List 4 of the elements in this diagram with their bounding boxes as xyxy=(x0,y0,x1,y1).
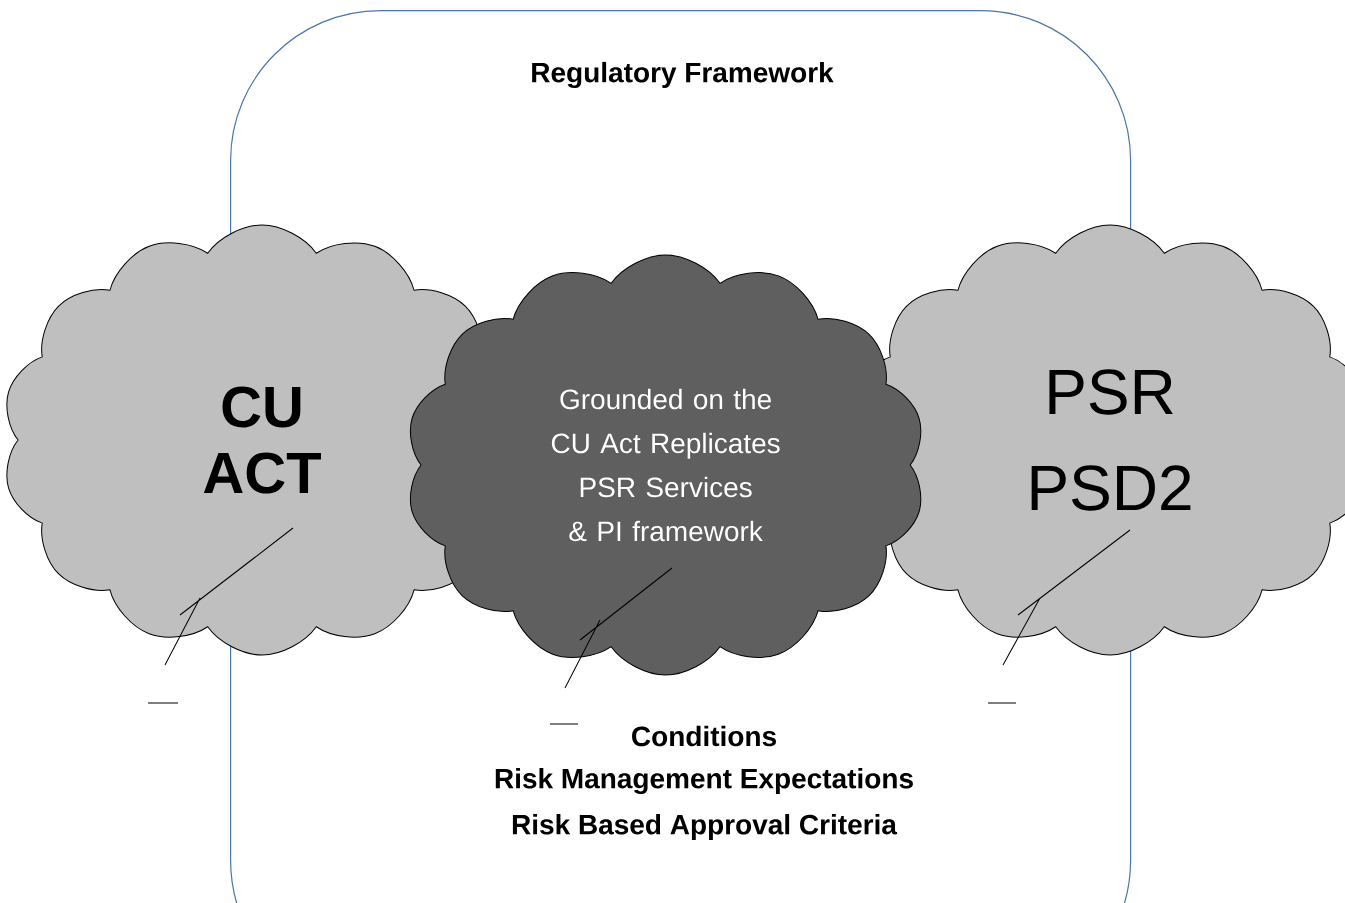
criteria-text: Conditions xyxy=(632,725,776,747)
criteria-text: Risk Based Approval Criteria xyxy=(512,813,898,841)
title: Regulatory Framework xyxy=(532,61,834,89)
criteria-text: Risk Management Expectations xyxy=(495,767,913,795)
